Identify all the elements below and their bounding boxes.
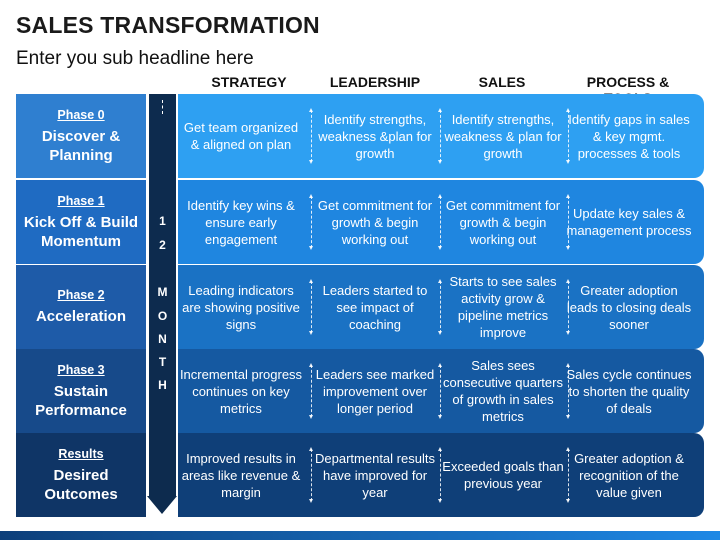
phase-name: Discover & Planning [41,127,121,164]
cell-sales: Starts to see sales activity grow & pipe… [449,274,557,340]
phase-box-results: Results Desired Outcomes [16,433,146,517]
column-separator [566,447,570,503]
phase-label: Phase 2 [57,288,105,302]
row-phase-1: Identify key wins & ensure early engagem… [178,180,704,264]
phase-name: Sustain Performance [35,382,127,419]
cell-strategy: Improved results in areas like revenue &… [181,450,301,500]
timeline-arrow-head [147,496,177,514]
cell-leadership: Identify strengths, weakness &plan for g… [318,111,432,161]
timeline-dash [162,100,163,114]
column-separator [309,363,313,419]
phase-box-3: Phase 3 Sustain Performance [16,349,146,433]
row-phase-2: Leading indicators are showing positive … [178,265,704,349]
column-separator [309,108,313,164]
phase-box-2: Phase 2 Acceleration [16,265,146,349]
column-separator [309,194,313,250]
phase-box-1: Phase 1 Kick Off & Build Momentum [16,180,146,264]
column-header-leadership: LEADERSHIP [329,74,421,90]
cell-leadership: Departmental results have improved for y… [315,450,435,500]
cell-leadership: Leaders started to see impact of coachin… [322,282,428,332]
timeline-char: N [158,332,167,346]
cell-process-tools: Update key sales & management process [566,206,692,238]
column-separator [566,363,570,419]
column-header-strategy: STRATEGY [211,74,287,90]
cell-strategy: Identify key wins & ensure early engagem… [187,197,295,247]
phase-box-0: Phase 0 Discover & Planning [16,94,146,178]
timeline-char: 1 [159,214,166,228]
phase-label: Phase 1 [57,193,105,208]
phase-name: Desired Outcomes [44,466,118,503]
column-separator [438,447,442,503]
column-separator [309,447,313,503]
column-separator [566,108,570,164]
timeline-char: O [157,309,168,323]
timeline-char: T [158,355,167,369]
column-separator [566,279,570,335]
cell-process-tools: Greater adoption leads to closing deals … [566,282,692,332]
phase-label: Results [58,446,104,461]
phase-name: Acceleration [35,308,127,325]
row-results: Improved results in areas like revenue &… [178,433,704,517]
column-separator [438,108,442,164]
cell-sales: Get commitment for growth & begin workin… [445,197,561,247]
footer-accent-bar [0,531,720,540]
column-separator [438,194,442,250]
timeline-char: M [157,285,168,299]
phase-name: Kick Off & Build Momentum [23,213,139,250]
timeline-char: 2 [159,238,166,252]
cell-process-tools: Greater adoption & recognition of the va… [574,450,684,500]
phase-label: Phase 3 [57,362,105,377]
cell-leadership: Get commitment for growth & begin workin… [317,197,433,247]
phase-label: Phase 0 [57,107,105,122]
cell-process-tools: Sales cycle continues to shorten the qua… [566,366,692,416]
column-separator [309,279,313,335]
timeline-char: H [158,378,167,392]
row-phase-3: Incremental progress continues on key me… [178,349,704,433]
cell-sales: Exceeded goals than previous year [442,459,564,491]
column-separator [566,194,570,250]
row-phase-0: Get team organized & aligned on plan Ide… [178,94,704,178]
cell-sales: Identify strengths, weakness & plan for … [444,111,562,161]
cell-process-tools: Identify gaps in sales & key mgmt. proce… [568,111,690,161]
cell-strategy: Get team organized & aligned on plan [183,120,299,152]
column-separator [438,279,442,335]
cell-leadership: Leaders see marked improvement over long… [315,366,435,416]
column-separator [438,363,442,419]
cell-strategy: Incremental progress continues on key me… [179,366,303,416]
page-subtitle: Enter you sub headline here [16,48,254,69]
timeline-arrow [149,94,176,496]
column-header-sales: SALES [478,74,526,90]
cell-strategy: Leading indicators are showing positive … [182,282,300,332]
cell-sales: Sales sees consecutive quarters of growt… [443,358,563,424]
page-title: SALES TRANSFORMATION [16,12,320,38]
